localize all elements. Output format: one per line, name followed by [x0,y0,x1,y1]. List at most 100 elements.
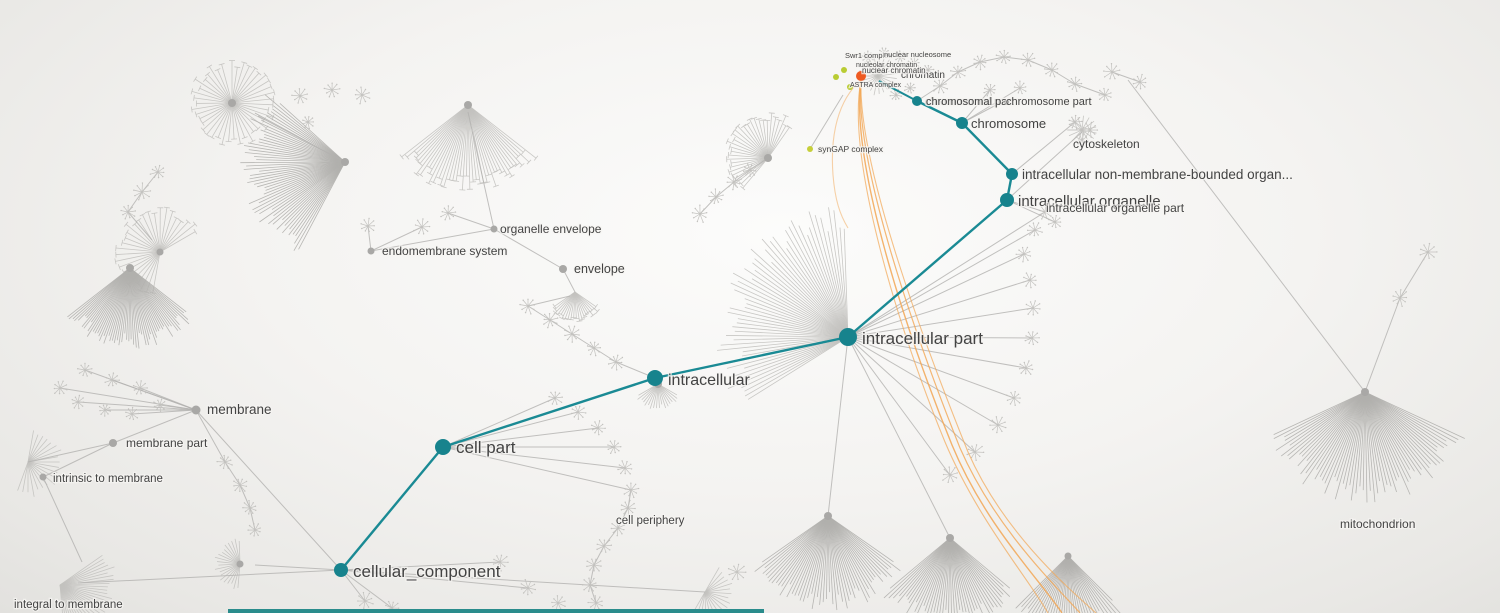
cluster-node[interactable] [997,100,1003,106]
leaf-cluster [1047,214,1062,229]
edge [447,212,495,230]
leaf-cluster [942,466,958,484]
leaf-cluster [1026,222,1043,237]
leaf-cluster [861,50,874,63]
edge [1111,71,1141,83]
term-label: membrane part [126,436,208,450]
edge [957,61,981,73]
leaf-cluster [413,218,431,235]
node-label-cellular-component[interactable]: cellular_component [352,561,502,583]
node-intracellular-non-membrane-bounded-organelle[interactable] [1006,168,1018,180]
leaf-cluster [547,391,563,405]
cluster-node[interactable] [1064,552,1072,560]
leaf-cluster [587,595,603,610]
edge [370,228,495,252]
leaf-cluster [71,394,85,410]
node-label-chromosome[interactable]: chromosome [970,115,1048,133]
term-label: chromatin [901,70,945,81]
edge [42,476,83,563]
leaf-cluster [1075,133,1089,147]
edge [847,336,1027,369]
edge [593,347,617,363]
orange-edge [831,79,862,229]
leaf-cluster [973,54,987,71]
cluster-node[interactable] [1361,388,1369,396]
leaf-cluster [1020,52,1036,67]
cluster-node[interactable] [39,473,47,481]
node-cellular-component[interactable] [334,563,348,577]
leaf-cluster [77,362,93,377]
cluster-node[interactable] [464,101,472,109]
leaf-cluster [153,398,168,413]
leaf-cluster [995,49,1011,64]
node-label-intracellular-organelle[interactable]: intracellular organelle [1017,192,1162,212]
leaf-cluster [291,88,308,104]
leaf-cluster [551,595,566,611]
leaf-cluster [586,341,602,357]
leaf-cluster [1419,242,1438,261]
teal-edge [340,446,444,571]
leaf-cluster [323,82,341,98]
teal-edge [654,335,849,380]
node-intracellular[interactable] [647,370,663,386]
cluster-node[interactable] [559,265,567,273]
edge [827,336,849,517]
edge [367,225,372,252]
green-node[interactable] [847,84,853,90]
fan-cluster [717,207,849,400]
node-label-intracellular-non-membrane-bounded-organelle[interactable]: intracellular non-membrane-bounded organ… [1021,166,1294,184]
edge [1364,297,1401,393]
fan-cluster [883,537,1011,613]
node-chromosome[interactable] [956,117,968,129]
node-cell-part[interactable] [435,439,451,455]
edge [59,387,197,411]
edge [254,564,342,571]
leaf-cluster [492,554,509,572]
leaf-cluster [1038,205,1052,220]
edge [127,191,143,213]
leaf-cluster [133,182,152,201]
fan-cluster [1273,391,1465,503]
node-label-intracellular-part[interactable]: intracellular part [861,328,985,350]
node-label-cell-part[interactable]: cell part [455,437,517,459]
term-label: cell periphery [616,515,685,527]
green-node[interactable] [833,74,839,80]
leaf-cluster [1132,73,1147,90]
edge [442,446,632,491]
edge [847,336,999,426]
cluster-node[interactable] [824,512,832,520]
edge [589,584,597,604]
selected-node[interactable] [856,71,866,81]
edge [847,336,1033,339]
fan-cluster [17,430,62,497]
green-node[interactable] [841,67,847,73]
term-label: ASTRA complex [850,82,901,89]
leaf-cluster [1018,360,1034,375]
node-label-intracellular[interactable]: intracellular [667,371,752,391]
cluster-node[interactable] [341,158,349,166]
cluster-node[interactable] [191,405,201,415]
cluster-node[interactable] [109,439,117,447]
node-intracellular-part[interactable] [839,328,857,346]
node-chromosomal-part[interactable] [912,96,922,106]
green-node[interactable] [807,146,813,152]
cluster-node[interactable] [490,225,498,233]
leaf-cluster [120,204,137,220]
cluster-node[interactable] [228,99,236,107]
leaf-cluster [543,312,559,329]
cluster-node[interactable] [156,248,164,256]
leaf-cluster [125,406,140,421]
edge [195,409,226,463]
edge [340,561,501,571]
node-label-chromosomal-part[interactable]: chromosomal part [924,95,1015,110]
cluster-node[interactable] [946,534,954,542]
edge [442,446,626,469]
cluster-node[interactable] [764,154,772,162]
leaf-cluster [691,204,708,223]
node-intracellular-organelle[interactable] [1000,193,1014,207]
cluster-node[interactable] [367,247,375,255]
edge [847,336,1015,399]
cluster-node[interactable] [236,560,244,568]
cluster-node[interactable] [126,264,134,272]
